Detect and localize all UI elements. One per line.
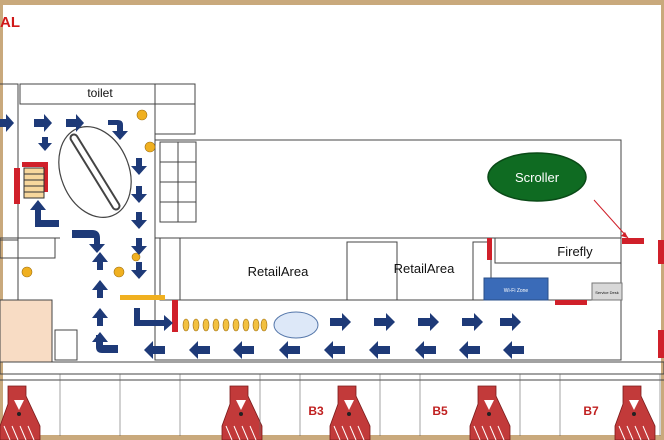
gates: B3 B5 B7 [0, 374, 661, 440]
yellow-dots [21, 109, 156, 278]
gate-label: B3 [308, 404, 324, 418]
firefly-label: Firefly [557, 244, 593, 259]
light-blue-oval [273, 311, 319, 339]
gate-icon [221, 385, 263, 440]
title-fragment: AL [0, 14, 20, 31]
yellow-bar [120, 295, 165, 300]
gate-icon [329, 385, 371, 440]
gate-icon [614, 385, 656, 440]
gate-icon [0, 385, 41, 440]
service-desk-label: Service Desk [595, 290, 619, 295]
scroller-pointer [593, 199, 629, 239]
walls [0, 83, 664, 381]
scroller-label: Scroller [515, 170, 560, 185]
retail-area-label-1: RetailArea [248, 264, 309, 279]
gate-label: B7 [583, 404, 599, 418]
stairs-icon [23, 167, 45, 199]
red-walls [14, 162, 664, 358]
side-panel-peach [0, 299, 53, 363]
gate-label: B5 [432, 404, 448, 418]
service-desk-box [591, 282, 623, 301]
wifi-zone-box [483, 277, 549, 301]
scroller-pointer-head [621, 232, 628, 238]
retail-area-label-2: RetailArea [394, 261, 455, 276]
flow-arrows [0, 114, 524, 359]
frame-top-bar [0, 0, 664, 5]
gate-icon [469, 385, 511, 440]
escalator-icon [58, 125, 132, 219]
scroller-oval [487, 152, 587, 202]
wifi-zone-label: Wi-Fi Zone [504, 288, 529, 294]
bollard-row [182, 318, 268, 332]
toilet-label: toilet [87, 86, 113, 100]
